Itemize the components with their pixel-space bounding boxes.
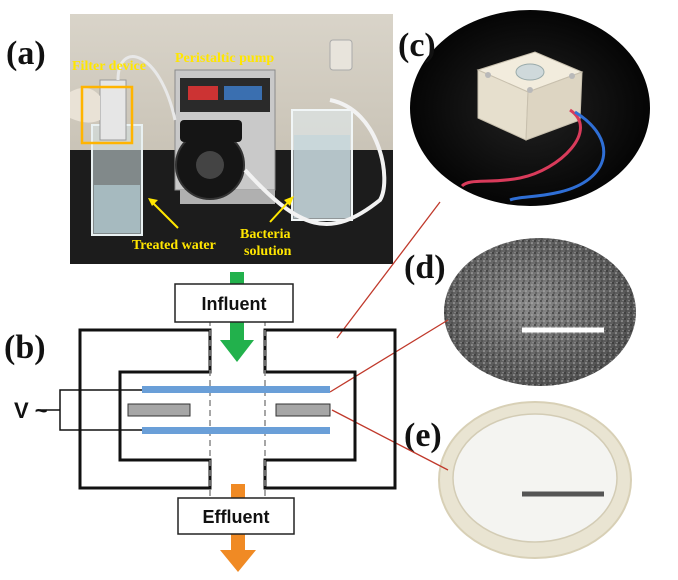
- influent-arrow: [220, 272, 254, 362]
- membrane-bottom: [142, 427, 330, 434]
- label-treated-water: Treated water: [132, 238, 216, 253]
- influent-label: Influent: [202, 294, 267, 314]
- photo-d-sponge-electrode: [444, 238, 636, 386]
- label-filter-device: Filter device: [72, 59, 146, 74]
- panel-label-e: (e): [404, 417, 442, 454]
- influent-box: [174, 283, 294, 323]
- electrode-left: [127, 403, 191, 417]
- beaker-bacteria-solution: [291, 109, 353, 221]
- electrode-right: [275, 403, 331, 417]
- filter-device-highlight: [80, 85, 134, 145]
- voltage-label: V ~: [14, 398, 48, 423]
- photo-c-device: [410, 10, 650, 206]
- effluent-label: Effluent: [203, 507, 270, 527]
- membrane-top: [142, 386, 330, 393]
- panel-label-c: (c): [398, 27, 436, 64]
- photo-e-membrane: [438, 401, 632, 559]
- schematic-b: Influent Effluent V ~: [14, 272, 397, 572]
- leader-lines: [329, 201, 449, 471]
- beaker-treated-water: [91, 124, 143, 236]
- panel-label-b: (b): [4, 329, 46, 366]
- effluent-box: [177, 497, 295, 535]
- photo-a-setup: Filter device Peristaltic pump Treated w…: [70, 14, 393, 264]
- panel-label-a: (a): [6, 35, 46, 72]
- label-bacteria-line1: Bacteria: [240, 227, 291, 242]
- label-peristaltic-pump: Peristaltic pump: [175, 51, 274, 66]
- label-bacteria-line2: solution: [244, 244, 292, 259]
- panel-label-d: (d): [404, 249, 446, 286]
- effluent-arrow: [220, 484, 256, 572]
